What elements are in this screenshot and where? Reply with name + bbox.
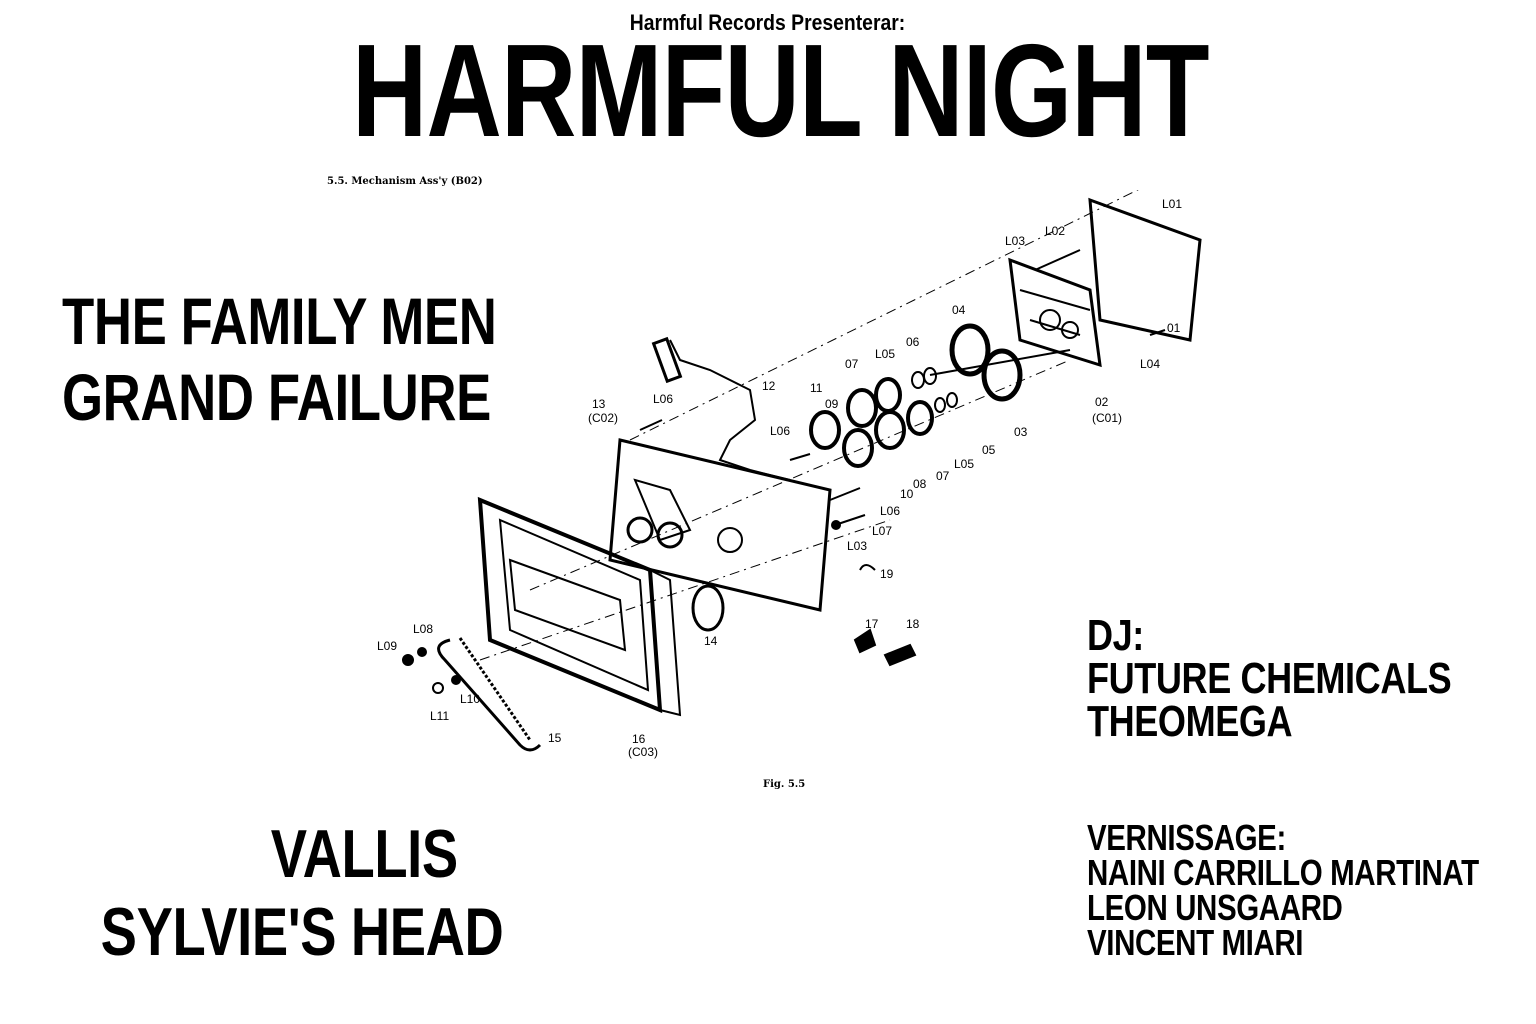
label-15: 15 <box>548 731 562 745</box>
label-L06-mid: L06 <box>770 424 790 438</box>
label-05: 05 <box>982 443 996 457</box>
label-07-top: 07 <box>845 357 859 371</box>
vernissage-lineup: VERNISSAGE: NAINI CARRILLO MARTINAT LEON… <box>1087 817 1536 963</box>
label-04: 04 <box>952 303 966 317</box>
label-L01: L01 <box>1162 197 1182 211</box>
label-06: 06 <box>906 335 920 349</box>
label-L05-bottom: L05 <box>954 457 974 471</box>
dj-heading: DJ: <box>1087 611 1144 660</box>
dj-name: THEOMEGA <box>1087 697 1293 746</box>
label-L10: L10 <box>460 692 480 706</box>
presenter-line: Harmful Records Presenterar: <box>630 10 906 35</box>
artist-name: NAINI CARRILLO MARTINAT <box>1087 852 1479 893</box>
label-c01: (C01) <box>1092 411 1122 425</box>
label-L03-bottom: L03 <box>847 539 867 553</box>
label-19: 19 <box>880 567 894 581</box>
label-c03: (C03) <box>628 745 658 759</box>
label-01: 01 <box>1167 321 1181 335</box>
diagram-caption-top: 5.5. Mechanism Ass'y (B02) <box>327 176 483 187</box>
label-07-bottom: 07 <box>936 469 950 483</box>
label-L06-right: L06 <box>880 504 900 518</box>
band-name: THE FAMILY MEN <box>62 284 497 358</box>
band-name: GRAND FAILURE <box>62 360 491 434</box>
label-09: 09 <box>825 397 839 411</box>
label-L05-top: L05 <box>875 347 895 361</box>
diagram-caption-bottom: Fig. 5.5 <box>763 779 806 790</box>
label-13: 13 <box>592 397 606 411</box>
label-17: 17 <box>865 617 879 631</box>
label-18: 18 <box>906 617 920 631</box>
label-12: 12 <box>762 379 776 393</box>
label-08: 08 <box>913 477 927 491</box>
label-11: 11 <box>810 381 823 395</box>
event-headline: HARMFUL NIGHT <box>352 17 1210 164</box>
dj-lineup: DJ: FUTURE CHEMICALS THEOMEGA <box>1087 611 1531 746</box>
artist-name: LEON UNSGAARD <box>1087 887 1343 928</box>
label-L08: L08 <box>413 622 433 636</box>
band-name: VALLIS <box>271 816 458 892</box>
band-name: SYLVIE'S HEAD <box>100 894 504 970</box>
label-L11: L11 <box>430 709 449 723</box>
mechanism-exploded-diagram: L01 L02 L03 L04 L05 L05 L06 L06 L06 L07 … <box>377 190 1202 759</box>
label-10: 10 <box>900 487 914 501</box>
label-03: 03 <box>1014 425 1028 439</box>
dj-name: FUTURE CHEMICALS <box>1087 654 1452 703</box>
label-14: 14 <box>704 634 718 648</box>
label-L02: L02 <box>1045 224 1065 238</box>
label-L03-top: L03 <box>1005 234 1025 248</box>
label-L09: L09 <box>377 639 397 653</box>
label-c02: (C02) <box>588 411 618 425</box>
part-01-back-panel <box>1088 197 1202 342</box>
label-L04: L04 <box>1140 357 1160 371</box>
bands-top: THE FAMILY MEN GRAND FAILURE <box>62 283 605 435</box>
label-L07: L07 <box>872 524 892 538</box>
label-02: 02 <box>1095 395 1109 409</box>
label-16: 16 <box>632 732 646 746</box>
label-L06-left: L06 <box>653 392 673 406</box>
artist-name: VINCENT MIARI <box>1087 922 1304 963</box>
bands-bottom: VALLIS SYLVIE'S HEAD <box>0 815 504 971</box>
vernissage-heading: VERNISSAGE: <box>1087 817 1286 858</box>
